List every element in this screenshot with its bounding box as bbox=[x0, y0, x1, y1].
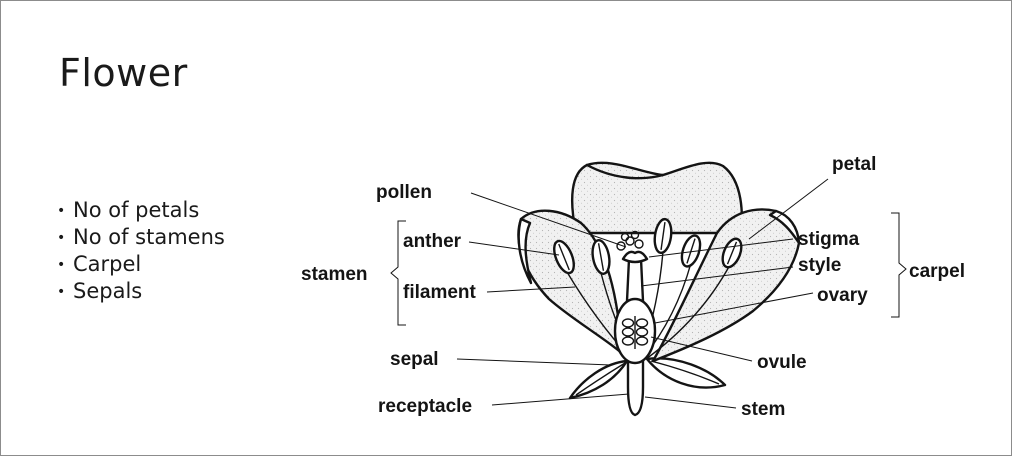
label-pollen: pollen bbox=[376, 182, 432, 203]
stigma-shape bbox=[623, 252, 647, 262]
label-sepal: sepal bbox=[390, 349, 439, 370]
label-petal: petal bbox=[832, 154, 876, 175]
label-stamen: stamen bbox=[301, 264, 368, 285]
label-filament: filament bbox=[403, 282, 477, 303]
style-shape bbox=[627, 259, 643, 301]
pollen-grains bbox=[617, 232, 643, 251]
label-anther: anther bbox=[403, 231, 462, 252]
label-ovary: ovary bbox=[817, 285, 868, 306]
label-style: style bbox=[798, 255, 841, 276]
label-ovule: ovule bbox=[757, 352, 807, 373]
back-petal-shape bbox=[572, 163, 742, 233]
label-stem: stem bbox=[741, 399, 785, 420]
label-receptacle: receptacle bbox=[378, 396, 472, 417]
label-stigma: stigma bbox=[798, 229, 860, 250]
carpel-bracket bbox=[891, 213, 906, 317]
label-carpel: carpel bbox=[909, 261, 965, 282]
left-sepal-vein bbox=[576, 363, 625, 395]
